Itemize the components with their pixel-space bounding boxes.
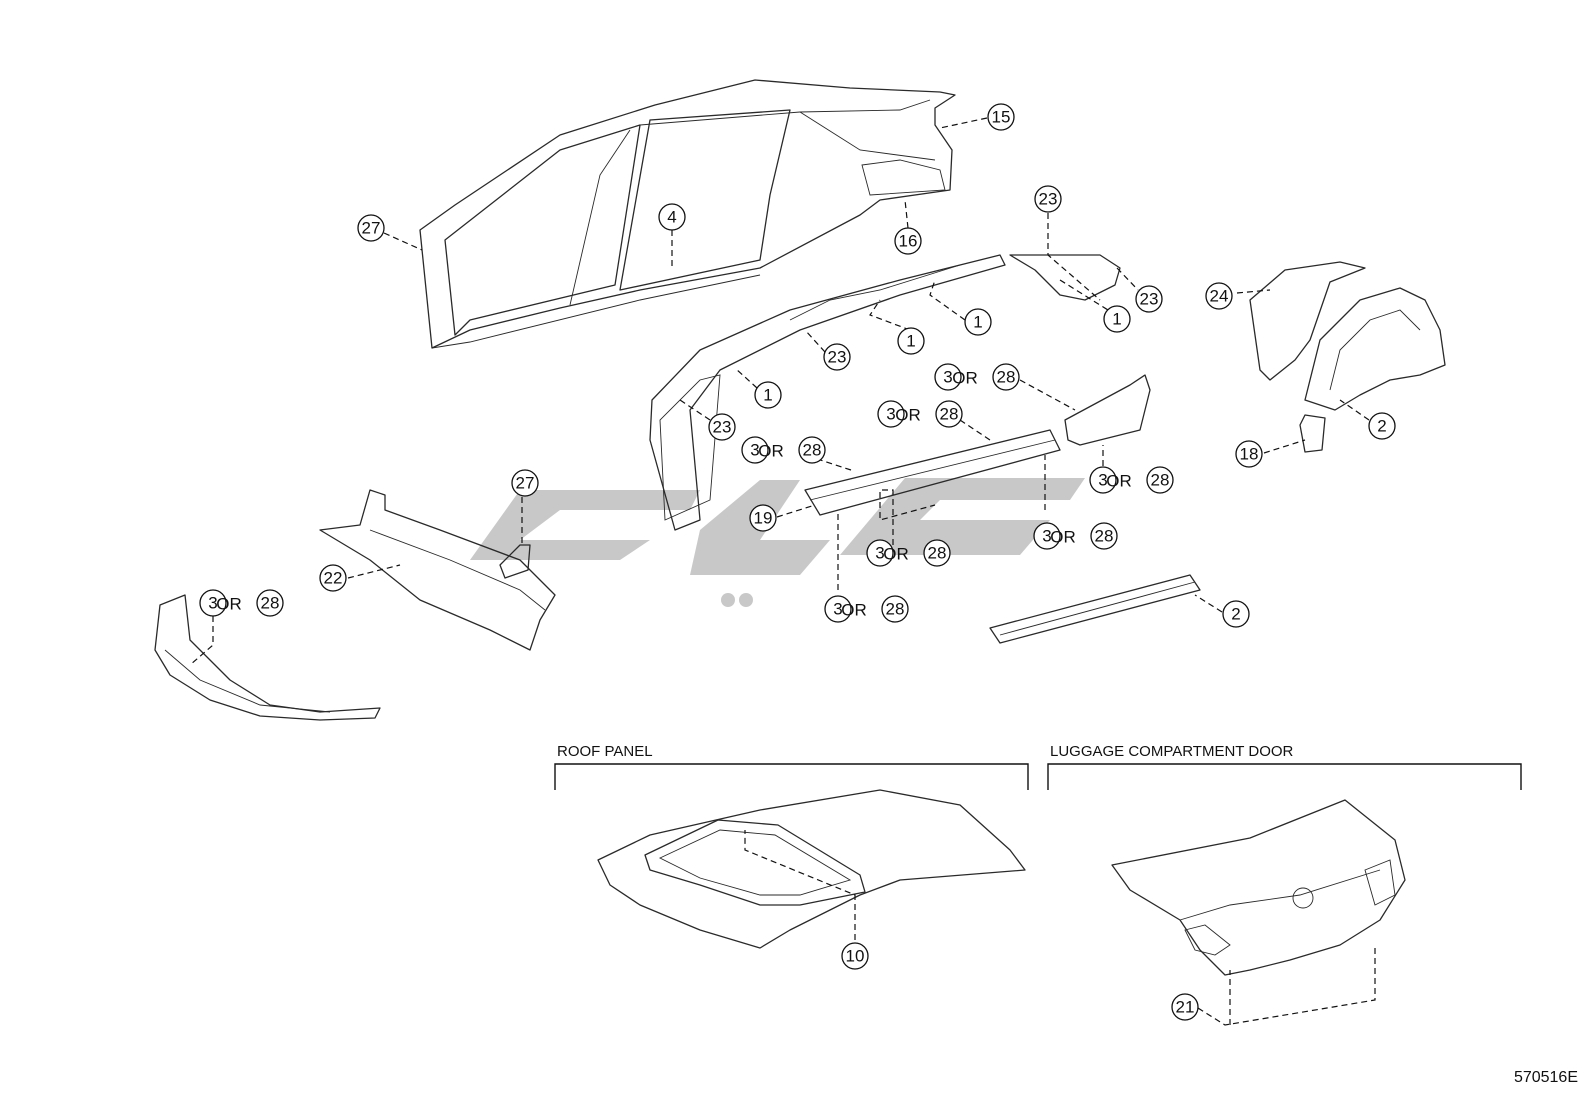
- svg-text:28: 28: [886, 600, 905, 619]
- svg-text:2: 2: [1377, 417, 1386, 436]
- svg-text:18: 18: [1240, 445, 1259, 464]
- svg-text:21: 21: [1176, 998, 1195, 1017]
- callout-2: 2: [1222, 600, 1250, 628]
- or-callout-pair: 3 OR 28: [1033, 522, 1118, 550]
- callout-1: 1: [964, 308, 992, 336]
- svg-text:23: 23: [713, 418, 732, 437]
- svg-text:OR: OR: [895, 406, 921, 425]
- svg-text:1: 1: [906, 332, 915, 351]
- svg-text:28: 28: [997, 368, 1016, 387]
- svg-text:3: 3: [1042, 527, 1051, 546]
- or-callout-pair: 3 OR 28: [1089, 466, 1174, 494]
- svg-text:27: 27: [362, 219, 381, 238]
- or-callout-pair: 3 OR 28: [824, 595, 909, 623]
- svg-text:10: 10: [846, 947, 865, 966]
- callout-23: 23: [708, 413, 736, 441]
- svg-text:OR: OR: [758, 442, 784, 461]
- or-callout-pair: 3 OR 28: [866, 539, 951, 567]
- callout-1: 1: [1103, 305, 1131, 333]
- luggage-door-bracket: [1047, 763, 1522, 790]
- callout-22: 22: [319, 564, 347, 592]
- svg-text:28: 28: [1151, 471, 1170, 490]
- svg-text:OR: OR: [883, 545, 909, 564]
- svg-text:23: 23: [1140, 290, 1159, 309]
- svg-text:OR: OR: [952, 369, 978, 388]
- callout-21: 21: [1171, 993, 1199, 1021]
- front-lower-crossmember: [154, 594, 381, 721]
- roof-panel-bracket: [554, 763, 1029, 790]
- svg-text:23: 23: [1039, 190, 1058, 209]
- svg-text:3: 3: [875, 544, 884, 563]
- svg-text:1: 1: [973, 313, 982, 332]
- callout-18: 18: [1235, 440, 1263, 468]
- svg-text:3: 3: [833, 600, 842, 619]
- leader-lines: [189, 117, 1376, 1026]
- floor-side-member: [989, 574, 1201, 644]
- svg-text:28: 28: [261, 594, 280, 613]
- or-callout-pair: 3 OR 28: [741, 436, 826, 464]
- svg-text:27: 27: [516, 474, 535, 493]
- svg-text:3: 3: [886, 405, 895, 424]
- svg-text:23: 23: [828, 348, 847, 367]
- callout-23: 23: [1135, 285, 1163, 313]
- svg-text:16: 16: [899, 232, 918, 251]
- svg-text:1: 1: [1112, 310, 1121, 329]
- luggage-compartment-door: [1111, 799, 1406, 976]
- callout-24: 24: [1205, 282, 1233, 310]
- svg-text:3: 3: [750, 441, 759, 460]
- svg-text:28: 28: [803, 441, 822, 460]
- diagram-reference-number: 570516E: [1513, 1069, 1578, 1086]
- callout-4: 4: [658, 203, 686, 231]
- svg-text:19: 19: [754, 509, 773, 528]
- svg-text:15: 15: [992, 108, 1011, 127]
- callout-1: 1: [897, 327, 925, 355]
- callout-1: 1: [754, 381, 782, 409]
- svg-text:OR: OR: [216, 595, 242, 614]
- callout-27: 27: [511, 469, 539, 497]
- callout-19: 19: [749, 504, 777, 532]
- rear-wheelhouse: [1249, 261, 1446, 453]
- callout-10: 10: [841, 942, 869, 970]
- cowl-panel: [319, 489, 556, 651]
- roof-panel: [597, 789, 1026, 949]
- body-side-inner-panel: [649, 254, 1121, 531]
- svg-text:28: 28: [1095, 527, 1114, 546]
- svg-text:28: 28: [928, 544, 947, 563]
- body-side-outer-panel: [419, 79, 956, 349]
- callout-23: 23: [823, 343, 851, 371]
- callout-16: 16: [894, 227, 922, 255]
- svg-text:OR: OR: [1050, 528, 1076, 547]
- svg-text:24: 24: [1210, 287, 1229, 306]
- or-callout-pair: 3 OR 28: [877, 400, 963, 428]
- callout-15: 15: [987, 103, 1015, 131]
- watermark: [470, 478, 1085, 607]
- rocker-panel: [804, 374, 1151, 516]
- svg-text:4: 4: [667, 208, 676, 227]
- callout-23: 23: [1034, 185, 1062, 213]
- svg-text:28: 28: [940, 405, 959, 424]
- svg-text:3: 3: [208, 594, 217, 613]
- svg-text:2: 2: [1231, 605, 1240, 624]
- roof-panel-title: ROOF PANEL: [557, 743, 653, 760]
- svg-text:1: 1: [763, 386, 772, 405]
- svg-text:3: 3: [943, 368, 952, 387]
- svg-text:3: 3: [1098, 471, 1107, 490]
- svg-text:OR: OR: [1106, 472, 1132, 491]
- or-callout-pair: 3 OR 28: [199, 589, 284, 617]
- svg-text:OR: OR: [841, 601, 867, 620]
- or-callout-pair: 3 OR 28: [934, 363, 1020, 391]
- luggage-door-title: LUGGAGE COMPARTMENT DOOR: [1050, 743, 1294, 760]
- svg-text:22: 22: [324, 569, 343, 588]
- callout-2: 2: [1368, 412, 1396, 440]
- callout-27: 27: [357, 214, 385, 242]
